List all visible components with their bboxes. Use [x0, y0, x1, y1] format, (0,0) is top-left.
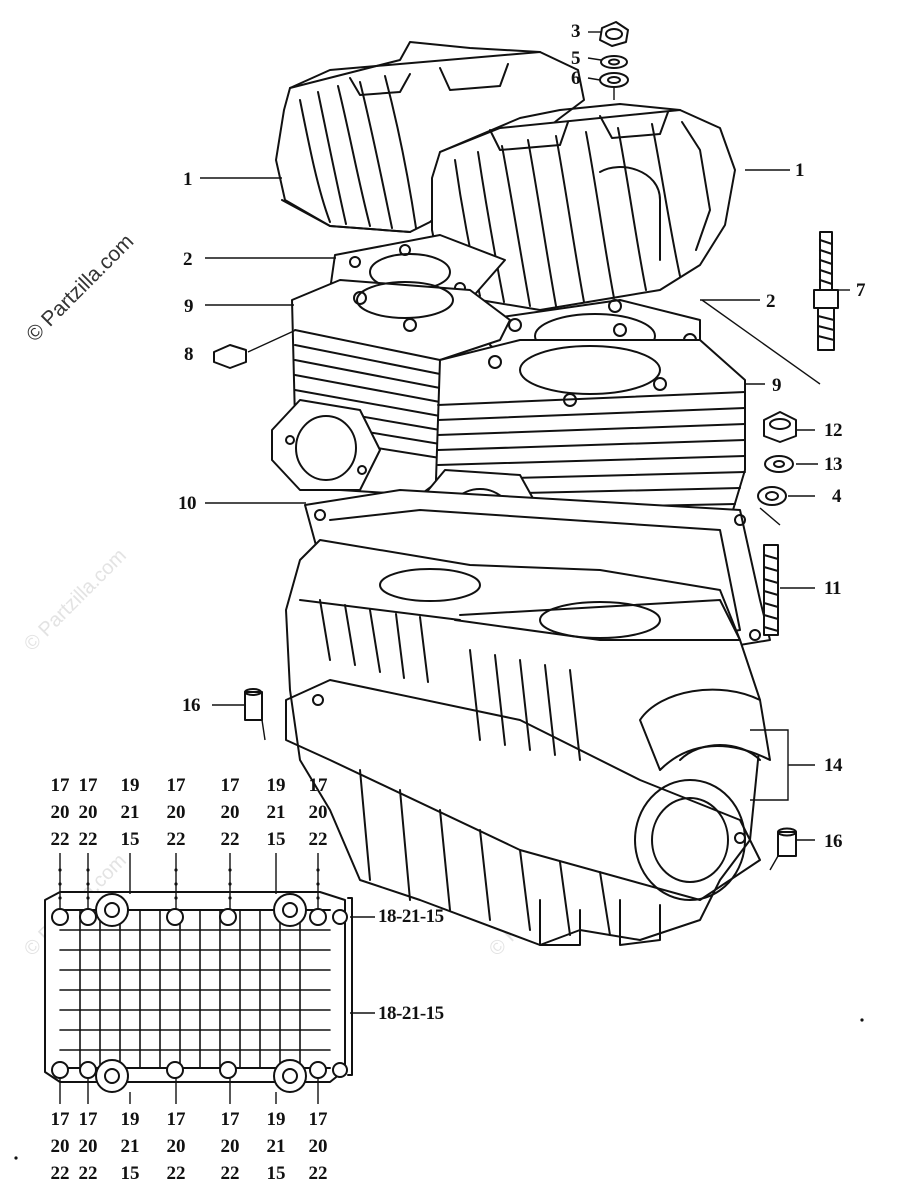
callout-14: 14 [824, 755, 843, 776]
bolt-ref: 17 [50, 775, 70, 796]
callout-13: 13 [824, 454, 843, 475]
bolt-column-top: 17 20 22 [71, 772, 105, 853]
callout-8: 8 [184, 344, 194, 365]
callout-7: 7 [856, 280, 866, 301]
bolt-column-bottom: 19 21 15 [259, 1106, 293, 1187]
bolt-ref: 20 [308, 802, 328, 823]
callout-6: 6 [571, 68, 581, 89]
bolt-ref: 17 [220, 1109, 240, 1130]
bolt-ref: 17 [50, 1109, 70, 1130]
bolt-ref: 22 [166, 1163, 186, 1184]
bolt-ref: 17 [308, 1109, 328, 1130]
lock-washer-5 [600, 55, 628, 69]
stud-11 [763, 544, 779, 636]
bolt-column-top: 19 21 15 [259, 772, 293, 853]
bolt-ref: 17 [220, 775, 240, 796]
bolt-column-bottom: 19 21 15 [113, 1106, 147, 1187]
bolt-ref: 21 [120, 802, 140, 823]
bolt-ref: 22 [78, 829, 98, 850]
bolt-ref: 22 [166, 829, 186, 850]
bolt-ref: 22 [220, 1163, 240, 1184]
bolt-ref: 20 [220, 802, 240, 823]
callout-4: 4 [832, 486, 842, 507]
bolt-column-bottom: 17 20 22 [159, 1106, 193, 1187]
bolt-ref: 22 [220, 829, 240, 850]
bolt-ref: 20 [50, 802, 70, 823]
bolt-ref: 17 [308, 775, 328, 796]
bolt-column-top: 17 20 22 [301, 772, 335, 853]
washer-4 [757, 486, 787, 506]
nut-12 [763, 411, 797, 443]
callout-1-right: 1 [795, 160, 805, 181]
bolt-ref: 17 [78, 775, 98, 796]
callout-9-right: 9 [772, 375, 782, 396]
bolt-column-top: 17 20 22 [159, 772, 193, 853]
callout-18-21-15-bottom: 18-21-15 [378, 1003, 444, 1024]
washer-6 [599, 72, 629, 88]
cylinder-head-left [275, 41, 585, 233]
bolt-ref: 19 [266, 1109, 286, 1130]
bolt-ref: 15 [120, 1163, 140, 1184]
callout-18-21-15-top: 18-21-15 [378, 906, 444, 927]
bolt-ref: 20 [50, 1136, 70, 1157]
dowel-16-right [777, 827, 797, 857]
cap-8 [213, 344, 247, 369]
bolt-ref: 20 [220, 1136, 240, 1157]
bolt-ref: 19 [120, 775, 140, 796]
bolt-ref: 19 [266, 775, 286, 796]
nut-3 [599, 21, 629, 47]
callout-2-right: 2 [766, 291, 776, 312]
bolt-ref: 17 [166, 1109, 186, 1130]
bolt-column-bottom: 17 20 22 [213, 1106, 247, 1187]
callout-5: 5 [571, 48, 581, 69]
bolt-column-top: 17 20 22 [43, 772, 77, 853]
bolt-ref: 22 [50, 1163, 70, 1184]
callout-12: 12 [824, 420, 843, 441]
lower-case-bottom-view [44, 891, 353, 1093]
callout-16-left: 16 [182, 695, 201, 716]
bolt-ref: 15 [266, 1163, 286, 1184]
callout-1-left: 1 [183, 169, 193, 190]
bolt-ref: 21 [266, 802, 286, 823]
callout-2-left: 2 [183, 249, 193, 270]
crankcase [285, 539, 771, 946]
callout-16-right: 16 [824, 831, 843, 852]
callout-3: 3 [571, 21, 581, 42]
bolt-column-top: 17 20 22 [213, 772, 247, 853]
callout-11: 11 [824, 578, 841, 599]
bolt-ref: 15 [120, 829, 140, 850]
bolt-column-top: 19 21 15 [113, 772, 147, 853]
bolt-ref: 21 [266, 1136, 286, 1157]
bolt-ref: 21 [120, 1136, 140, 1157]
callout-9-left: 9 [184, 296, 194, 317]
bolt-column-bottom: 17 20 22 [71, 1106, 105, 1187]
lock-washer-13 [764, 455, 794, 473]
callout-10: 10 [178, 493, 197, 514]
bolt-ref: 20 [78, 802, 98, 823]
bolt-ref: 17 [166, 775, 186, 796]
bolt-ref: 19 [120, 1109, 140, 1130]
stud-7 [813, 231, 839, 351]
bolt-ref: 20 [308, 1136, 328, 1157]
bolt-column-bottom: 17 20 22 [43, 1106, 77, 1187]
bolt-ref: 17 [78, 1109, 98, 1130]
bolt-ref: 20 [166, 802, 186, 823]
bolt-ref: 22 [50, 829, 70, 850]
bolt-ref: 22 [308, 1163, 328, 1184]
bolt-ref: 20 [78, 1136, 98, 1157]
bolt-ref: 20 [166, 1136, 186, 1157]
bolt-ref: 22 [308, 829, 328, 850]
dowel-16-left [244, 688, 263, 721]
bolt-ref: 15 [266, 829, 286, 850]
bolt-column-bottom: 17 20 22 [301, 1106, 335, 1187]
bolt-ref: 22 [78, 1163, 98, 1184]
